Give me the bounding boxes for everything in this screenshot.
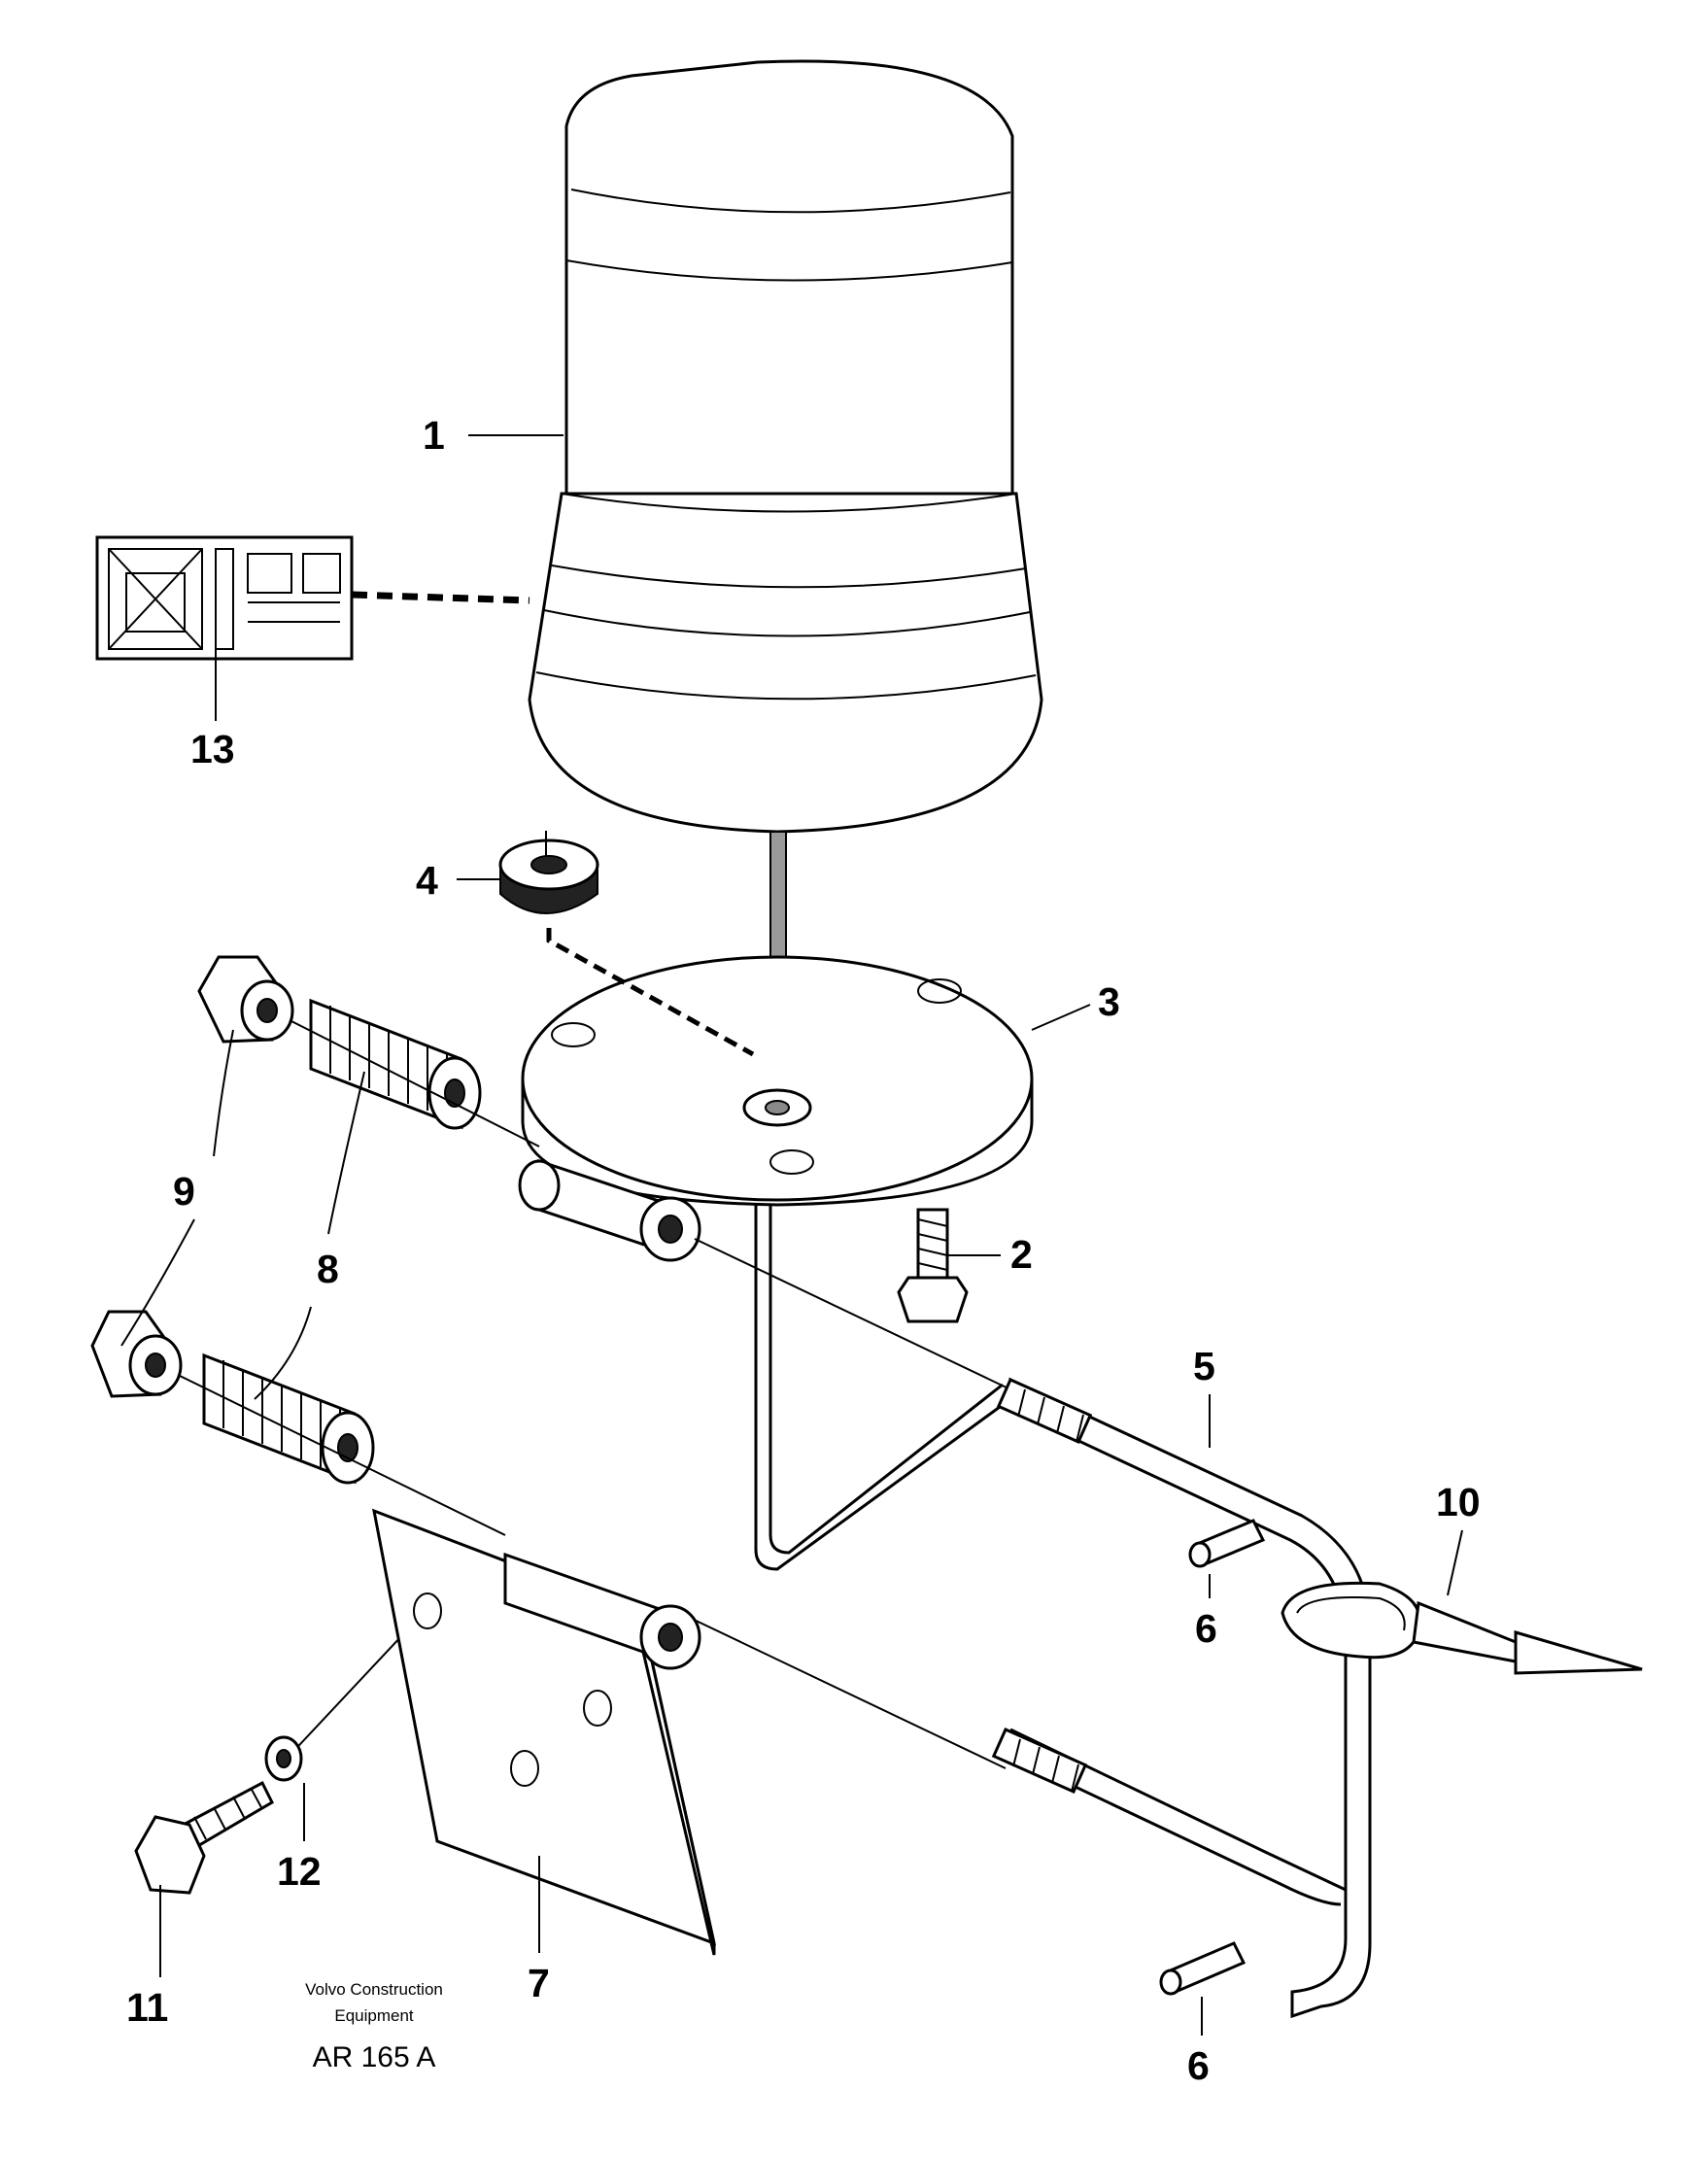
callout-7[interactable]: 7 bbox=[528, 1961, 550, 2005]
company-line-2: Equipment bbox=[334, 2006, 414, 2025]
callouts: 1 2 3 4 5 6 6 7 8 9 10 11 12 13 bbox=[126, 413, 1481, 2088]
nut-lower[interactable] bbox=[90, 1310, 183, 1398]
drawing-footer: Volvo Construction Equipment AR 165 A bbox=[305, 1980, 443, 2073]
callout-4[interactable]: 4 bbox=[416, 858, 438, 903]
callout-12[interactable]: 12 bbox=[277, 1849, 322, 1894]
base-plate[interactable] bbox=[521, 955, 1034, 1207]
callout-5[interactable]: 5 bbox=[1193, 1344, 1215, 1388]
spacer-tube[interactable] bbox=[518, 1158, 701, 1262]
u-bolt[interactable] bbox=[991, 1377, 1372, 2019]
callout-10[interactable]: 10 bbox=[1436, 1480, 1481, 1524]
cable-tie[interactable] bbox=[1281, 1581, 1643, 1675]
callout-3[interactable]: 3 bbox=[1098, 979, 1120, 1024]
bolt-11[interactable] bbox=[134, 1780, 274, 1895]
beacon-dome[interactable] bbox=[528, 59, 1043, 834]
callout-11[interactable]: 11 bbox=[126, 1985, 168, 2030]
nut-upper[interactable] bbox=[197, 955, 294, 1044]
callout-9[interactable]: 9 bbox=[173, 1169, 195, 1214]
connector-inset[interactable] bbox=[95, 535, 530, 661]
callout-8[interactable]: 8 bbox=[317, 1247, 339, 1291]
callout-6-lower[interactable]: 6 bbox=[1187, 2043, 1210, 2088]
callout-13[interactable]: 13 bbox=[190, 727, 235, 771]
pin-lower[interactable] bbox=[1159, 1941, 1247, 1996]
spring-lower[interactable] bbox=[202, 1352, 375, 1485]
spring-upper[interactable] bbox=[309, 998, 482, 1130]
callout-2[interactable]: 2 bbox=[1010, 1232, 1033, 1277]
callout-6-upper[interactable]: 6 bbox=[1195, 1606, 1217, 1651]
pin-upper[interactable] bbox=[1188, 1519, 1266, 1568]
bolt-2[interactable] bbox=[897, 1208, 969, 1323]
bracket-plate[interactable] bbox=[372, 1508, 717, 1956]
drawing-code: AR 165 A bbox=[313, 2041, 436, 2073]
washer[interactable] bbox=[264, 1735, 303, 1782]
callout-1[interactable]: 1 bbox=[423, 413, 445, 458]
grommet[interactable] bbox=[498, 831, 755, 1057]
company-line-1: Volvo Construction bbox=[305, 1980, 443, 1999]
leader-lines bbox=[120, 434, 1463, 2036]
